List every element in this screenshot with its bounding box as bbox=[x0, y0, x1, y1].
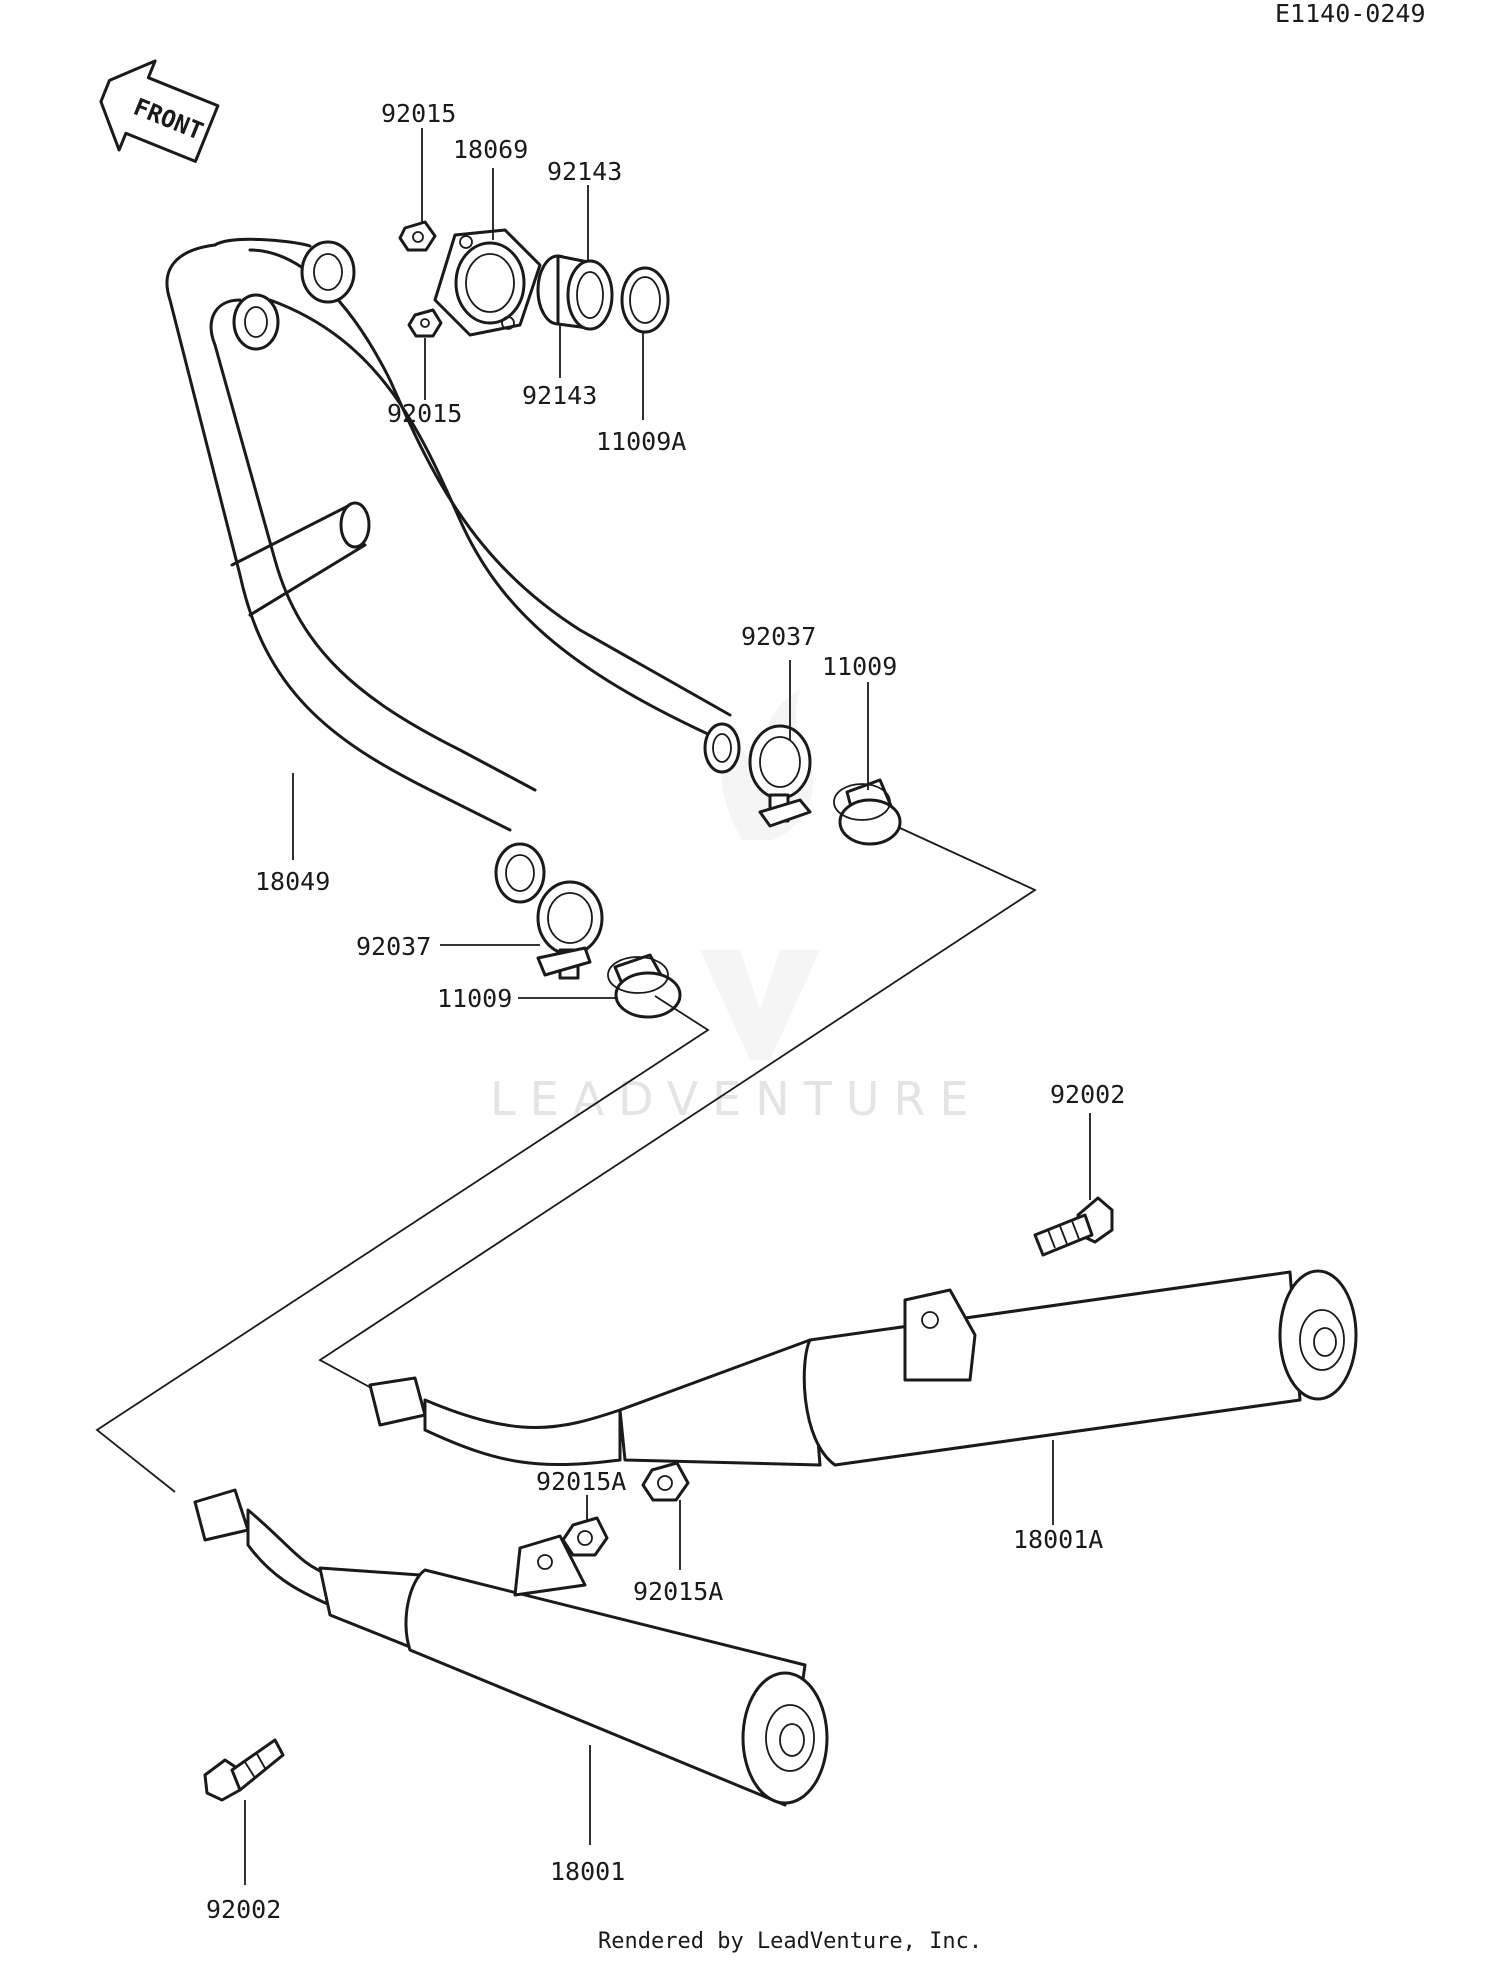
nut-92015a-left bbox=[561, 1516, 609, 1557]
clamp-left bbox=[536, 880, 604, 980]
exhaust-pipe bbox=[165, 237, 741, 904]
callout-11009-left: 11009 bbox=[437, 984, 512, 1013]
front-arrow-icon: FRONT bbox=[99, 59, 220, 163]
nut-92015a-right bbox=[641, 1461, 690, 1502]
nut-92015-upper bbox=[398, 220, 437, 252]
gasket-left bbox=[607, 953, 682, 1019]
callout-18001: 18001 bbox=[550, 1857, 625, 1886]
bolt-left bbox=[203, 1738, 285, 1802]
callout-92015-upper: 92015 bbox=[381, 99, 456, 128]
watermark-text: LEADVENTURE bbox=[490, 1072, 983, 1126]
nut-92015-lower bbox=[407, 308, 443, 338]
callout-11009-right: 11009 bbox=[822, 652, 897, 681]
assembly-line-right bbox=[318, 827, 1037, 1391]
gasket-11009a bbox=[620, 266, 670, 334]
callout-92143-lower: 92143 bbox=[522, 381, 597, 410]
callout-92002-left: 92002 bbox=[206, 1895, 281, 1924]
assembly-line-left bbox=[95, 995, 710, 1493]
callout-92015a-right: 92015A bbox=[633, 1577, 723, 1606]
callout-92037-right: 92037 bbox=[741, 622, 816, 651]
clamp-right bbox=[748, 724, 812, 828]
bolt-right bbox=[1033, 1196, 1114, 1257]
callout-92143-upper: 92143 bbox=[547, 157, 622, 186]
diagram-code: E1140-0249 bbox=[1275, 0, 1426, 28]
callout-92002-right: 92002 bbox=[1050, 1080, 1125, 1109]
render-credit: Rendered by LeadVenture, Inc. bbox=[598, 1929, 982, 1954]
leader-lines bbox=[244, 128, 1091, 1885]
split-collar bbox=[536, 254, 614, 331]
muffler-left bbox=[193, 1488, 829, 1807]
callout-11009a: 11009A bbox=[596, 427, 686, 456]
callout-92015a-left: 92015A bbox=[536, 1467, 626, 1496]
callout-18001a: 18001A bbox=[1013, 1525, 1103, 1554]
exhaust-holder bbox=[433, 228, 542, 337]
callout-92015-lower: 92015 bbox=[387, 399, 462, 428]
gasket-right bbox=[833, 778, 902, 846]
callout-92037-left: 92037 bbox=[356, 932, 431, 961]
muffler-right bbox=[368, 1269, 1358, 1467]
callout-18069: 18069 bbox=[453, 135, 528, 164]
callout-18049: 18049 bbox=[255, 867, 330, 896]
